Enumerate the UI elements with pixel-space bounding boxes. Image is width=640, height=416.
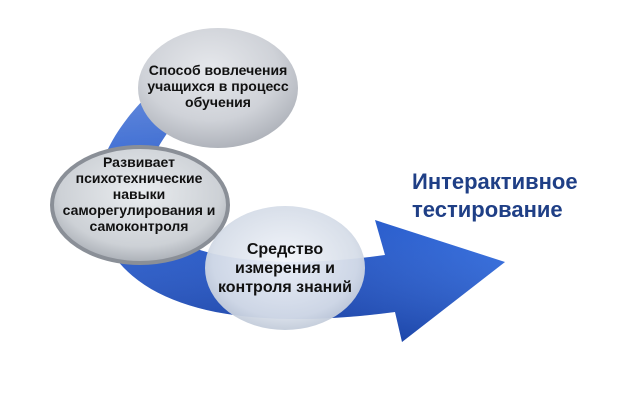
diagram-title: Интерактивное тестирование xyxy=(412,169,578,222)
node-engagement-label: Способ вовлечения учащихся в процесс обу… xyxy=(147,62,289,111)
circle-top xyxy=(138,28,298,148)
node-measurement-label: Средство измерения и контроля знаний xyxy=(217,241,352,297)
circle-left xyxy=(50,145,230,265)
circle-bottom xyxy=(205,206,365,330)
node-self-regulation-label: Развивает психотехнические навыки саморе… xyxy=(62,154,216,235)
curved-arrow-shading xyxy=(95,60,505,342)
